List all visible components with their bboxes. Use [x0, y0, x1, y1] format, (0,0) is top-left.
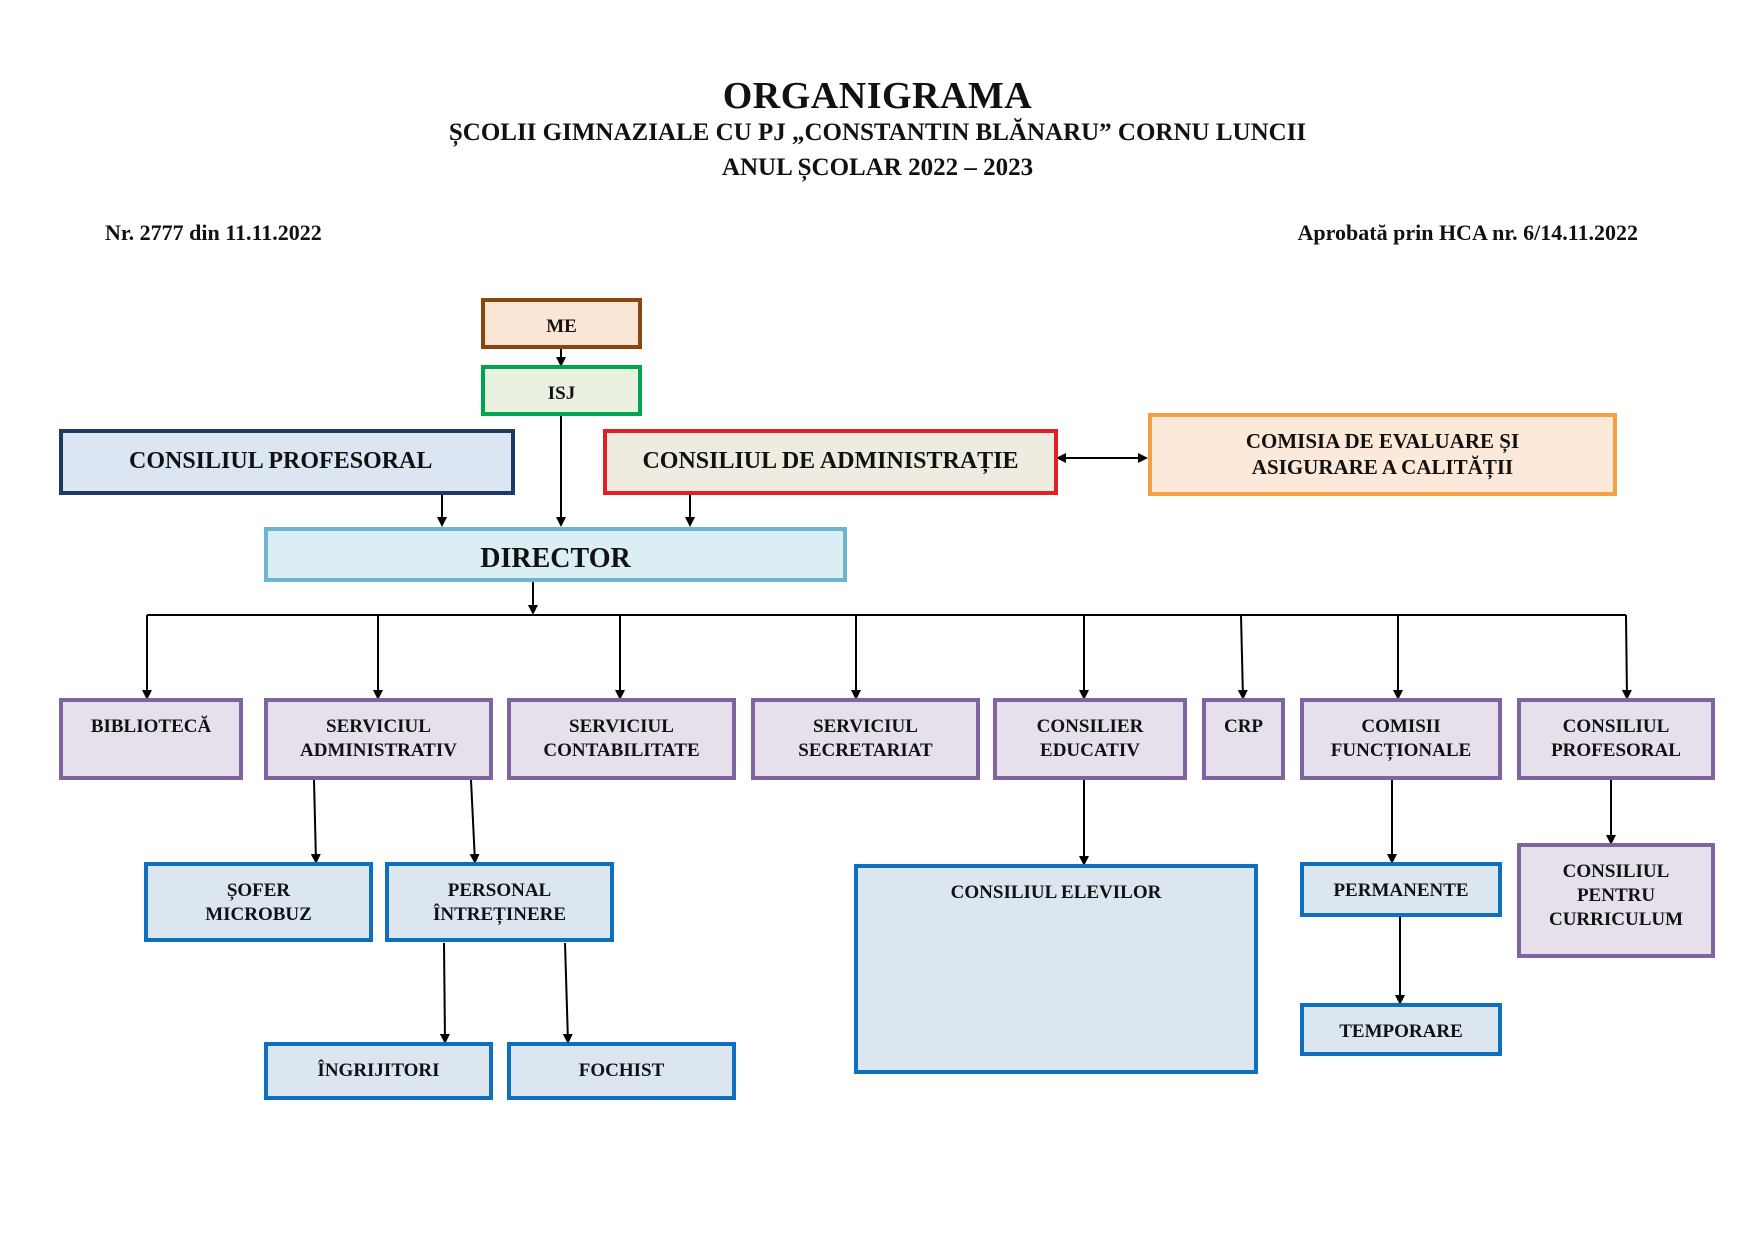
node-consiliul-profesoral-top-label: CONSILIUL PROFESORAL [129, 448, 433, 474]
node-permanente-label: PERMANENTE [1333, 880, 1469, 901]
page-title: ORGANIGRAMA [722, 75, 1033, 117]
node-personal-intretinere-line1: PERSONAL [447, 880, 552, 901]
node-serviciul-administrativ-line1: SERVICIUL [326, 716, 431, 737]
node-consiliul-profesoral-bottom: CONSILIUL PROFESORAL [1517, 698, 1715, 780]
node-consilier-educativ: CONSILIER EDUCATIV [993, 698, 1187, 780]
node-serviciul-secretariat-line2: SECRETARIAT [798, 739, 933, 761]
node-director-label: DIRECTOR [480, 543, 631, 574]
node-consiliul-profesoral-bottom-line1: CONSILIUL [1562, 716, 1670, 737]
school-name: ȘCOLII GIMNAZIALE CU PJ „CONSTANTIN BLĂN… [448, 119, 1307, 146]
node-isj: ISJ [481, 365, 642, 416]
node-serviciul-contabilitate-line1: SERVICIUL [569, 716, 674, 737]
node-sofer-microbuz: ȘOFER MICROBUZ [144, 862, 373, 942]
node-personal-intretinere: PERSONAL ÎNTREȚINERE [385, 862, 614, 942]
node-sofer-microbuz-line1: ȘOFER [226, 880, 291, 901]
node-consilier-educativ-line1: CONSILIER [1036, 716, 1144, 737]
connector-admin-personal [469, 779, 480, 864]
node-personal-intretinere-line2: ÎNTREȚINERE [432, 903, 567, 925]
connector-personal-fochist [562, 942, 573, 1044]
node-fochist: FOCHIST [507, 1042, 736, 1100]
node-consiliul-profesoral-top: CONSILIUL PROFESORAL [59, 429, 515, 495]
node-consiliul-profesoral-bottom-line2: PROFESORAL [1551, 739, 1681, 761]
node-me-label: ME [546, 316, 577, 337]
node-isj-label: ISJ [547, 383, 576, 404]
node-crp: CRP [1202, 698, 1285, 780]
node-serviciul-administrativ: SERVICIUL ADMINISTRATIV [264, 698, 493, 780]
node-serviciul-contabilitate-line2: CONTABILITATE [543, 739, 700, 761]
node-consiliul-curriculum-line2: PENTRU [1576, 884, 1656, 906]
node-consiliul-curriculum: CONSILIUL PENTRU CURRICULUM [1517, 843, 1715, 958]
approval-note: Aprobată prin HCA nr. 6/14.11.2022 [1297, 220, 1638, 245]
connector-personal-ingrijitori [439, 942, 450, 1044]
node-consiliul-elevilor: CONSILIUL ELEVILOR [854, 864, 1258, 1074]
node-ingrijitori-label: ÎNGRIJITORI [317, 1060, 440, 1081]
node-sofer-microbuz-line2: MICROBUZ [205, 903, 312, 925]
node-comisii-functionale-line2: FUNCȚIONALE [1330, 739, 1472, 761]
node-comisii-functionale-line1: COMISII [1361, 716, 1441, 737]
node-serviciul-secretariat-line1: SERVICIUL [813, 716, 918, 737]
node-serviciul-administrativ-line2: ADMINISTRATIV [300, 739, 457, 761]
node-comisia-evaluare-line1: COMISIA DE EVALUARE ȘI [1245, 429, 1520, 453]
node-biblioteca-label: BIBLIOTECĂ [90, 716, 212, 737]
node-serviciul-secretariat: SERVICIUL SECRETARIAT [751, 698, 980, 780]
node-consiliul-elevilor-label: CONSILIUL ELEVILOR [950, 882, 1162, 903]
node-crp-label: CRP [1223, 716, 1264, 737]
school-year: ANUL ȘCOLAR 2022 – 2023 [721, 154, 1034, 181]
node-fochist-label: FOCHIST [578, 1060, 665, 1081]
connector-admin-sofer [310, 779, 321, 864]
node-consiliul-administratie-label: CONSILIUL DE ADMINISTRAȚIE [642, 448, 1019, 474]
node-comisii-functionale: COMISII FUNCȚIONALE [1300, 698, 1502, 780]
node-consiliul-curriculum-line3: CURRICULUM [1548, 908, 1684, 930]
node-serviciul-contabilitate: SERVICIUL CONTABILITATE [507, 698, 736, 780]
node-ingrijitori: ÎNGRIJITORI [264, 1042, 493, 1100]
connector-bus-consprof [1621, 614, 1632, 700]
node-consilier-educativ-line2: EDUCATIV [1040, 739, 1140, 761]
node-me: ME [481, 298, 642, 349]
node-comisia-evaluare: COMISIA DE EVALUARE ȘI ASIGURARE A CALIT… [1148, 413, 1617, 496]
node-biblioteca: BIBLIOTECĂ [59, 698, 243, 780]
node-consiliul-administratie: CONSILIUL DE ADMINISTRAȚIE [603, 429, 1058, 495]
connector-bus-crp [1237, 614, 1248, 700]
document-number: Nr. 2777 din 11.11.2022 [105, 220, 322, 245]
node-temporare: TEMPORARE [1300, 1003, 1502, 1056]
node-permanente: PERMANENTE [1300, 862, 1502, 917]
node-comisia-evaluare-line2: ASIGURARE A CALITĂȚII [1251, 455, 1514, 480]
node-temporare-label: TEMPORARE [1339, 1021, 1463, 1042]
node-consiliul-curriculum-line1: CONSILIUL [1562, 861, 1670, 882]
node-director: DIRECTOR [264, 527, 847, 582]
